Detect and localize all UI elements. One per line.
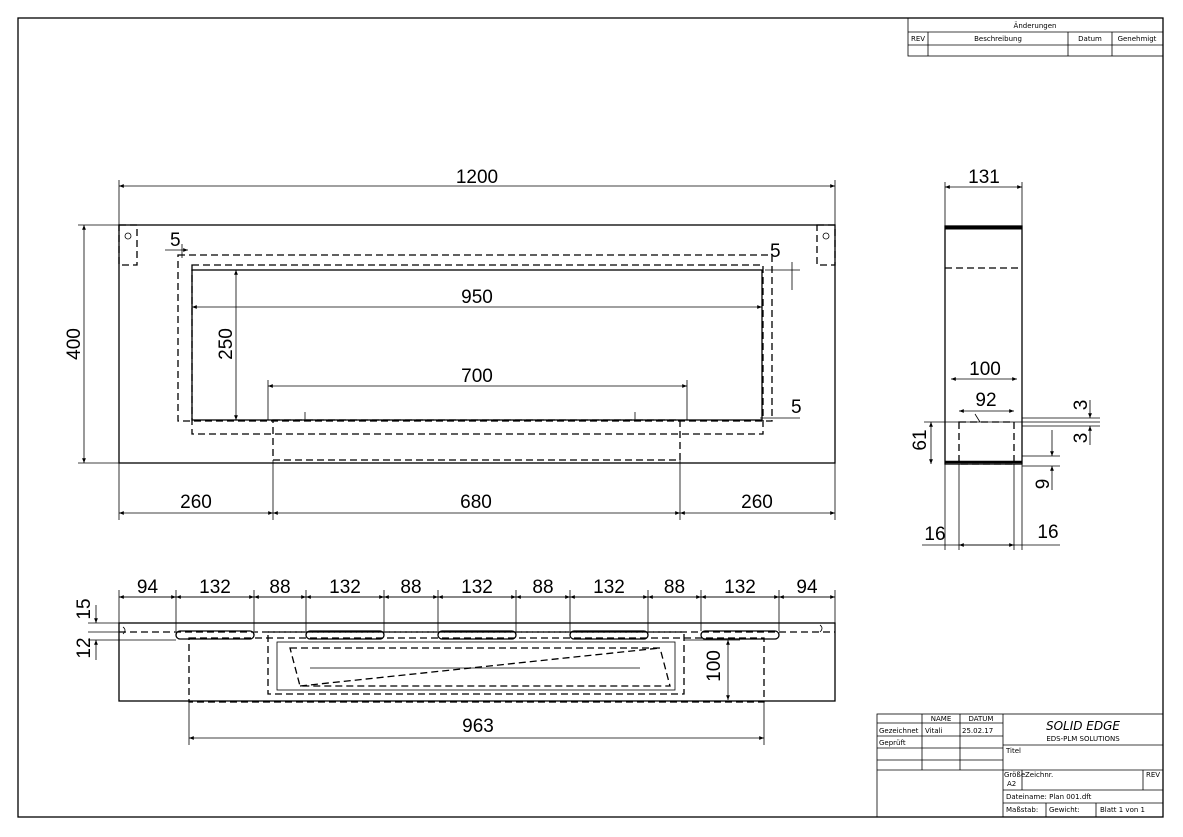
dim-top-segment: 132 (329, 577, 361, 598)
rev-col: REV (911, 35, 925, 43)
dim-top-segment: 132 (461, 577, 493, 598)
tb-row-drawn: Gezeichnet (879, 727, 919, 735)
dim-side-right: 16 (1037, 522, 1058, 543)
dim-offset-bottom: 5 (791, 397, 802, 418)
tb-brand-sub: EDS-PLM SOLUTIONS (1046, 735, 1120, 743)
title-block: NAME DATUM Gezeichnet Vitali 25.02.17 Ge… (876, 713, 1164, 818)
dim-width: 1200 (456, 167, 498, 188)
dim-right: 260 (741, 492, 773, 513)
top-outline (118, 622, 836, 702)
dim-top-inner-depth: 100 (704, 650, 725, 682)
dim-top-segment: 94 (137, 577, 159, 598)
tb-drawn-name: Vitali (925, 727, 943, 735)
tb-col-name: NAME (931, 715, 952, 723)
tb-drawn-date: 25.02.17 (962, 727, 993, 735)
dim-side-height: 61 (910, 429, 931, 450)
revision-table: Änderungen REV Beschreibung Datum Genehm… (907, 17, 1164, 57)
tb-rev-label: REV (1146, 771, 1160, 779)
tb-scale-label: Maßstab: (1006, 806, 1038, 814)
dim-top-depth1: 15 (74, 598, 95, 619)
tb-title-label: Titel (1005, 747, 1021, 755)
dim-slot-width: 700 (461, 366, 493, 387)
dim-top-segment: 94 (796, 577, 818, 598)
top-segment-labels: 94 132 88 132 88 132 88 132 88 132 94 (137, 577, 818, 598)
dim-top-depth2: 12 (74, 637, 95, 658)
dim-center: 680 (460, 492, 492, 513)
tb-sheet-label: Blatt 1 von 1 (1100, 806, 1145, 814)
tb-brand: SOLID EDGE (1046, 719, 1120, 733)
dim-top-segment: 132 (199, 577, 231, 598)
front-view: 1200 400 950 250 700 5 5 5 260 680 260 (64, 167, 836, 520)
tb-col-date: DATUM (969, 715, 994, 723)
dim-inner-width: 950 (461, 287, 493, 308)
top-view: 94 132 88 132 88 132 88 132 88 132 94 15 12 100 96… (74, 577, 836, 745)
dim-depth: 131 (968, 167, 1000, 188)
side-outline (944, 225, 1023, 465)
date-col: Datum (1078, 35, 1102, 43)
approved-col: Genehmigt (1118, 35, 1157, 43)
dim-top-segment: 88 (400, 577, 421, 598)
dim-top-segment: 132 (724, 577, 756, 598)
tb-size-label: Größe (1004, 771, 1025, 779)
dim-top-segment: 132 (593, 577, 625, 598)
tb-drawing-no-label: Zeichnr. (1025, 771, 1053, 779)
dim-top-inner-width: 963 (462, 716, 494, 737)
dim-height: 400 (64, 328, 85, 360)
front-outline (118, 224, 836, 464)
dim-t1: 3 (1071, 400, 1092, 411)
dim-top-segment: 88 (269, 577, 290, 598)
tb-weight-label: Gewicht: (1049, 806, 1080, 814)
side-view: 131 100 92 61 3 3 9 16 16 (910, 167, 1100, 550)
tb-row-checked: Geprüft (879, 739, 906, 747)
revision-table-title: Änderungen (1014, 21, 1057, 30)
dim-inner-height: 250 (216, 328, 237, 360)
desc-col: Beschreibung (974, 35, 1022, 43)
dim-t2: 3 (1071, 433, 1092, 444)
dim-top-segment: 88 (664, 577, 685, 598)
dim-left: 260 (180, 492, 212, 513)
dim-base: 9 (1033, 479, 1054, 490)
dim-outer: 100 (969, 359, 1001, 380)
tb-file-label: Dateiname: Plan 001.dft (1006, 793, 1092, 801)
dim-offset-left: 5 (170, 230, 181, 251)
dim-offset-right: 5 (770, 241, 781, 262)
tb-size-value: A2 (1007, 780, 1016, 788)
sheet-border (17, 17, 1164, 818)
dim-inner: 92 (975, 390, 996, 411)
dim-top-segment: 88 (532, 577, 553, 598)
dim-side-left: 16 (924, 524, 945, 545)
